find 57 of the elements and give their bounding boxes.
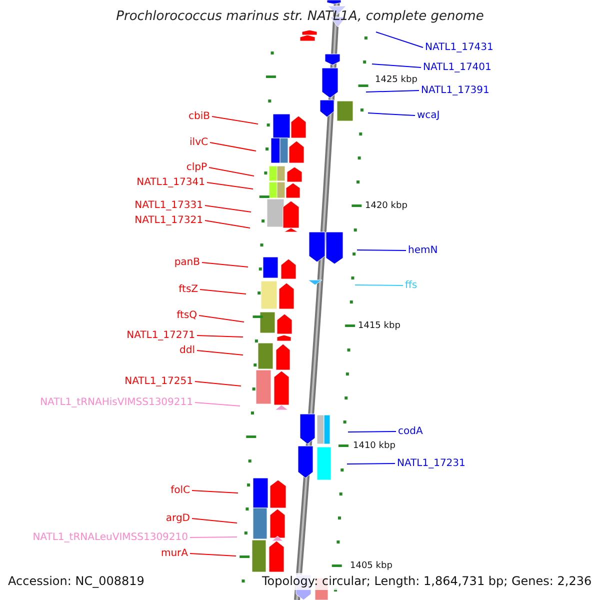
leader-line [348, 431, 396, 432]
gene-label: codA [398, 426, 423, 437]
leader-line [212, 116, 258, 124]
accession-text: Accession: NC_008819 [8, 575, 144, 588]
gene-label: folC [170, 485, 190, 496]
gene-label: cbiB [188, 111, 210, 122]
gene-label: NATL1_17271 [126, 330, 195, 341]
leader-line [192, 518, 238, 524]
leader-line [196, 350, 244, 356]
gene-label: NATL1_17431 [425, 42, 494, 53]
leader-line [372, 64, 422, 68]
tick-label: 1410 kbp [353, 442, 396, 452]
gene-label: ddl [180, 345, 195, 356]
leader-line [208, 167, 254, 176]
gene-label: NATL1_17391 [421, 85, 490, 96]
leader-line [190, 553, 236, 556]
gene-label: ftsZ [178, 284, 198, 295]
leader-line [194, 402, 240, 406]
tick-label: 1420 kbp [365, 202, 408, 212]
tick-label: 1425 kbp [375, 76, 418, 86]
leader-line [200, 289, 246, 294]
leader-line [190, 536, 238, 538]
leader-line [366, 90, 420, 92]
leader-line [206, 182, 254, 190]
map-title: Prochlorococcus marinus str. NATL1A, complete genome [115, 10, 485, 24]
leader-line [198, 315, 244, 322]
leader-line [210, 142, 256, 152]
gene-label: NATL1_17331 [134, 200, 203, 211]
gene-label: wcaJ [417, 110, 440, 121]
gene-label: ffs [405, 280, 418, 291]
leader-line [196, 335, 244, 338]
gene-label: NATL1_17341 [136, 177, 205, 188]
leader-line [192, 490, 238, 494]
leader-line [376, 32, 424, 48]
gene-label: NATL1_17251 [124, 376, 193, 387]
leader-line [194, 381, 242, 386]
gene-label: ilvC [190, 137, 208, 148]
gene-label: NATL1_tRNALeuVIMSS1309210 [32, 532, 188, 543]
gene-label: hemN [408, 245, 438, 256]
gene-label: ftsQ [176, 310, 197, 321]
leader-line [356, 250, 406, 251]
gene-label: murA [160, 548, 188, 559]
gene-label: argD [166, 513, 190, 524]
leader-line [202, 262, 248, 268]
leader-line [346, 463, 396, 464]
leader-line [204, 205, 252, 212]
leader-line [204, 220, 250, 228]
gene-label: clpP [186, 162, 207, 173]
gene-label: NATL1_17401 [423, 62, 492, 73]
leader-line [354, 284, 404, 286]
leader-line [368, 112, 416, 116]
gene-label: NATL1_tRNAHisVIMSS1309211 [40, 397, 193, 408]
tick-label: 1405 kbp [350, 562, 392, 572]
gene-label: panB [174, 257, 200, 268]
gene-label: NATL1_17321 [134, 215, 203, 226]
tick-label: 1415 kbp [358, 322, 400, 332]
gene-label: NATL1_17231 [397, 458, 466, 469]
